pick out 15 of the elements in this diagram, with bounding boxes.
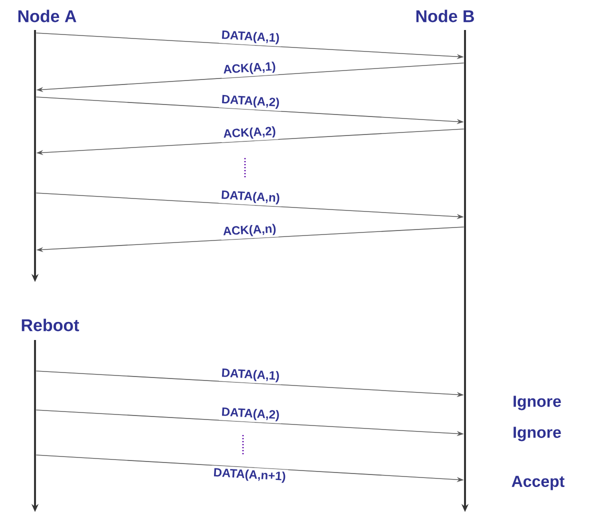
edge-label: DATA(A,2) bbox=[222, 94, 279, 109]
status-label: Accept bbox=[512, 476, 564, 490]
edge-label: ACK(A,2) bbox=[224, 126, 276, 139]
status-label: Ignore bbox=[514, 426, 561, 442]
edge-label: ACK(A,1) bbox=[224, 62, 276, 74]
participant-label: Reboot bbox=[22, 318, 80, 332]
edge-label: DATA(A,n+1) bbox=[214, 468, 286, 483]
status-label: Ignore bbox=[514, 396, 561, 410]
participant-label: Node A bbox=[18, 10, 76, 22]
edge-label: ACK(A,n) bbox=[223, 224, 276, 236]
edge-label: DATA(A,2) bbox=[222, 408, 279, 422]
participant-label: Node B bbox=[416, 10, 474, 22]
edge-label: DATA(A,1) bbox=[222, 368, 279, 382]
edge-label: DATA(A,n) bbox=[222, 190, 280, 204]
edge-label: DATA(A,1) bbox=[222, 30, 279, 44]
